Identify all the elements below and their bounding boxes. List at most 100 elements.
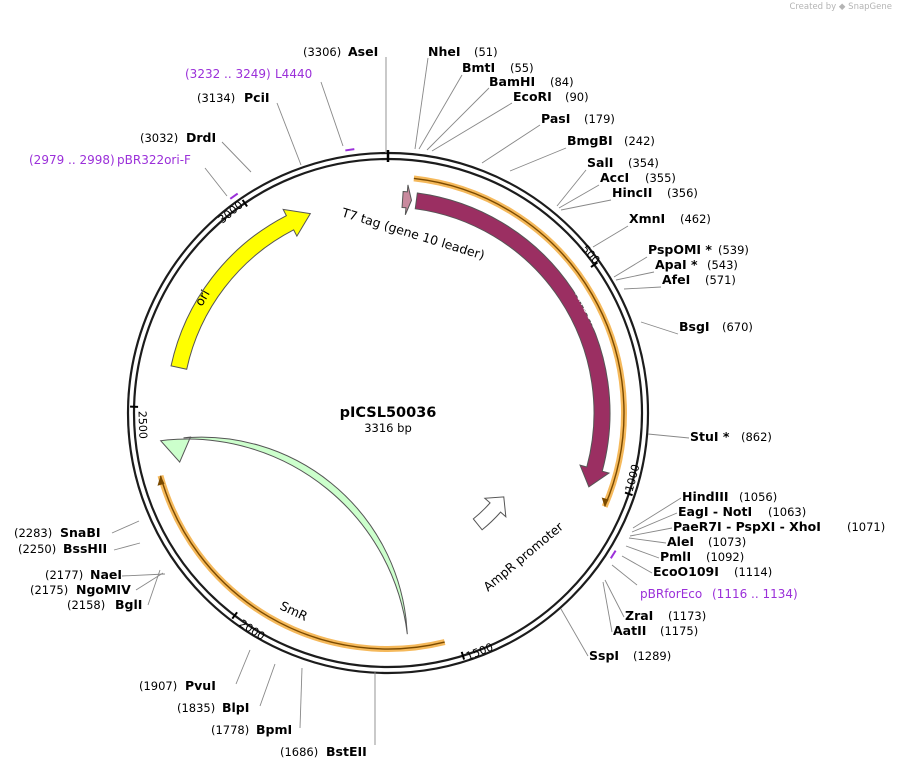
site-xmni[interactable]: XmnI: [629, 211, 665, 226]
leader-line-20: [625, 545, 660, 559]
tick-mark-500: [590, 261, 599, 268]
site-bmti-pos: (55): [510, 61, 534, 75]
ori-arrow: [170, 208, 312, 370]
site-pvui-pos: (1907): [139, 679, 177, 693]
site-pmli[interactable]: PmlI: [660, 549, 691, 564]
leader-line-28: [235, 649, 251, 685]
leader-line-30: [135, 572, 164, 591]
site-bpmi[interactable]: BpmI: [256, 722, 292, 737]
tick-label-2000: 2000: [237, 617, 268, 643]
primer-l4440[interactable]: L4440: [275, 67, 312, 81]
ori-label: ori: [192, 287, 213, 309]
tick-mark-1000: [624, 491, 633, 497]
site-bamhi[interactable]: BamHI: [489, 74, 535, 89]
site-apai[interactable]: ApaI *: [655, 257, 698, 272]
snapgene-credit: Created by ◆ SnapGene: [789, 2, 892, 12]
site-pasi[interactable]: PasI: [541, 111, 570, 126]
site-pspomi[interactable]: PspOMI *: [648, 242, 712, 257]
site-sspi-pos: (1289): [633, 649, 671, 663]
site-zrai[interactable]: ZraI: [625, 608, 653, 623]
site-leaders: [111, 57, 690, 745]
primer-pbr322ori-f[interactable]: pBR322ori-F: [117, 153, 191, 167]
leader-line-3: [426, 87, 490, 151]
leader-line-26: [299, 667, 303, 729]
site-eagi-noti-pos: (1063): [768, 505, 806, 519]
site-afei-pos: (571): [705, 273, 736, 287]
primer-pbrforeco-mark: [609, 550, 617, 559]
leader-line-16: [632, 497, 682, 529]
site-sali[interactable]: SalI: [587, 155, 613, 170]
feature-layer: [157, 148, 627, 652]
site-eco0109i[interactable]: EcoO109I: [653, 564, 719, 579]
leader-line-1: [414, 57, 429, 150]
site-drdi[interactable]: DrdI: [186, 130, 216, 145]
smr-arrow: [159, 436, 408, 635]
highlight-top-arrow-icon: [601, 497, 609, 507]
site-acci-pos: (355): [645, 171, 676, 185]
tick-label-1500: 1500: [464, 640, 495, 663]
leader-line-29: [147, 569, 161, 606]
leader-line-24: [560, 608, 589, 657]
site-afei[interactable]: AfeI: [662, 272, 690, 287]
site-drdi-pos: (3032): [140, 131, 178, 145]
tick-label-3000: 3000: [216, 198, 246, 226]
site-bmgbi-pos: (242): [624, 134, 655, 148]
leader-line-10: [592, 225, 629, 248]
leader-line-35: [276, 102, 302, 166]
site-snabi[interactable]: SnaBI: [60, 525, 101, 540]
leader-line-7: [556, 169, 587, 207]
leader-line-11: [613, 256, 648, 278]
site-alei[interactable]: AleI: [667, 534, 694, 549]
site-asei[interactable]: AseI: [348, 44, 378, 59]
primer-pbrforeco[interactable]: pBRforEco: [640, 587, 702, 601]
primer-pbr322ori-f-mark: [229, 192, 239, 200]
site-stui[interactable]: StuI *: [690, 429, 730, 444]
site-zrai-pos: (1173): [668, 609, 706, 623]
leader-line-38: [611, 564, 638, 586]
site-ngomiv[interactable]: NgoMIV: [76, 582, 131, 597]
leader-line-27: [259, 663, 276, 707]
leader-line-23: [602, 581, 613, 633]
leader-line-15: [647, 433, 690, 439]
site-bsgi[interactable]: BsgI: [679, 319, 710, 334]
site-bgli[interactable]: BglI: [115, 597, 142, 612]
site-naei-pos: (2177): [45, 568, 83, 582]
site-bmti[interactable]: BmtI: [462, 60, 495, 75]
site-ecori-pos: (90): [565, 90, 589, 104]
site-asei-pos: (3306): [303, 45, 341, 59]
site-hincii[interactable]: HincII: [612, 185, 652, 200]
site-naei[interactable]: NaeI: [90, 567, 122, 582]
site-ecori[interactable]: EcoRI: [513, 89, 552, 104]
site-blpi[interactable]: BlpI: [222, 700, 249, 715]
leader-line-14: [640, 321, 679, 335]
leader-line-17: [631, 512, 678, 533]
site-pmli-pos: (1092): [706, 550, 744, 564]
snapgene-logo-icon: ◆: [838, 2, 846, 12]
site-eco0109i-pos: (1114): [734, 565, 772, 579]
highlight-bottom-line: [159, 475, 445, 650]
site-pasi-pos: (179): [584, 112, 615, 126]
site-eagi-noti[interactable]: EagI - NotI: [678, 504, 752, 519]
tick-mark-2000: [231, 611, 238, 620]
site-paer7i-pspxi-xhoi[interactable]: PaeR7I - PspXI - XhoI: [673, 519, 821, 534]
site-alei-pos: (1073): [708, 535, 746, 549]
leader-line-5: [481, 124, 541, 164]
leader-line-18: [629, 527, 673, 537]
site-nhei[interactable]: NheI: [428, 44, 461, 59]
site-acci[interactable]: AccI: [600, 170, 629, 185]
site-hindiii[interactable]: HindIII: [682, 489, 729, 504]
site-aatii[interactable]: AatII: [613, 623, 646, 638]
site-sspi[interactable]: SspI: [589, 648, 619, 663]
site-bamhi-pos: (84): [550, 75, 574, 89]
site-bsshii[interactable]: BssHII: [63, 541, 107, 556]
site-bmgbi[interactable]: BmgBI: [567, 133, 613, 148]
site-bsteii[interactable]: BstEII: [326, 744, 367, 759]
site-pvui[interactable]: PvuI: [185, 678, 216, 693]
plasmid-length: 3316 bp: [364, 421, 412, 435]
site-aatii-pos: (1175): [660, 624, 698, 638]
leader-line-6: [509, 147, 567, 172]
site-ngomiv-pos: (2175): [30, 583, 68, 597]
site-pcii[interactable]: PciI: [244, 90, 270, 105]
site-bpmi-pos: (1778): [211, 723, 249, 737]
leader-line-36: [320, 81, 344, 147]
